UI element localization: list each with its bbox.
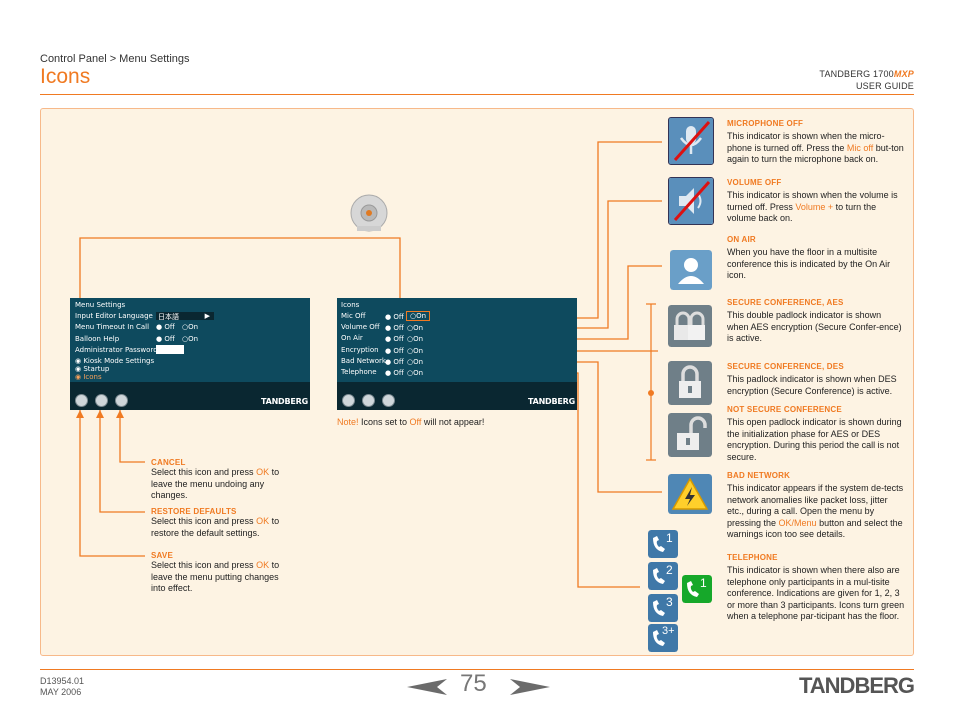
telephone-green-icon: 1 (682, 575, 712, 603)
desc-telephone: TELEPHONE This indicator is shown when t… (727, 553, 905, 621)
footer-rule (40, 669, 914, 670)
tandberg-logo: TANDBERG (798, 673, 915, 698)
desc-on-air: ON AIR When you have the floor in a mult… (727, 235, 891, 280)
doc-id: D13954.01 (40, 676, 85, 686)
icons-row-encryption[interactable]: Encryption (341, 346, 379, 354)
bad-network-icon (668, 474, 712, 514)
tandberg-logo-small: TANDBERG (260, 397, 308, 406)
restore-defaults-icon[interactable] (362, 394, 375, 407)
save-icon[interactable] (342, 394, 355, 407)
balloon-help-off[interactable]: ● Off (156, 335, 175, 343)
menu-settings-screen: Menu Settings Input Editor Language 日本語 … (70, 298, 310, 410)
desc-secure-des: SECURE CONFERENCE, DES This padlock indi… (727, 362, 897, 396)
icons-row-telephone[interactable]: Telephone (341, 368, 377, 376)
volume-off-icon (668, 177, 714, 225)
open-padlock-icon (668, 413, 712, 457)
desc-not-secure: NOT SECURE CONFERENCE This open padlock … (727, 405, 902, 462)
volume-off-off[interactable]: ● Off (385, 324, 404, 332)
on-air-on[interactable]: ○On (407, 335, 424, 343)
bad-network-off[interactable]: ● Off (385, 358, 404, 366)
mic-off-off[interactable]: ● Off (385, 313, 404, 321)
page-title: Icons (40, 65, 91, 88)
product-suffix: MXP (893, 69, 914, 79)
menu-item-admin-password[interactable]: Administrator Password (75, 346, 158, 354)
previous-page-arrow-icon[interactable] (407, 679, 447, 700)
icons-row-bad-network[interactable]: Bad Network (341, 357, 386, 365)
desc-bad-network: BAD NETWORK This indicator appears if th… (727, 471, 904, 539)
restore-defaults-icon[interactable] (95, 394, 108, 407)
triangle-right-icon: ▶ (204, 312, 210, 320)
icons-row-mic-off[interactable]: Mic Off (341, 312, 366, 320)
breadcrumb: Control Panel > Menu Settings (40, 53, 190, 65)
menu-item-kiosk-mode[interactable]: ◉ Kiosk Mode Settings (75, 357, 155, 365)
remote-control-icon (349, 193, 389, 233)
page-number: 75 (460, 670, 487, 697)
icons-note: Note! Icons set to Off will not appear! (337, 417, 485, 427)
on-air-off[interactable]: ● Off (385, 335, 404, 343)
doc-info: D13954.01 MAY 2006 (40, 676, 84, 698)
cancel-icon[interactable] (382, 394, 395, 407)
desc-microphone-off: MICROPHONE OFF This indicator is shown w… (727, 119, 904, 164)
mic-off-on[interactable]: ○On (406, 311, 431, 321)
icons-menu-title: Icons (341, 301, 360, 309)
double-padlock-icon (668, 305, 712, 347)
product-name: TANDBERG 1700 (819, 69, 894, 79)
guide-label: USER GUIDE (855, 81, 914, 91)
telephone-3-plus-icon: 3+ (648, 624, 678, 652)
encryption-off[interactable]: ● Off (385, 347, 404, 355)
microphone-off-icon (668, 117, 714, 165)
telephone-1-icon: 1 (648, 530, 678, 558)
encryption-on[interactable]: ○On (407, 347, 424, 355)
menu-timeout-off[interactable]: ● Off (156, 323, 175, 331)
menu-item-input-editor-language[interactable]: Input Editor Language (75, 312, 153, 320)
restore-defaults-description: RESTORE DEFAULTS Select this icon and pr… (151, 507, 280, 538)
product-label: TANDBERG 1700MXP USER GUIDE (819, 68, 914, 92)
desc-secure-aes: SECURE CONFERENCE, AES This double padlo… (727, 298, 902, 343)
save-description: SAVE Select this icon and press OK to le… (151, 551, 280, 593)
bad-network-on[interactable]: ○On (407, 358, 424, 366)
menu-item-menu-timeout[interactable]: Menu Timeout In Call (75, 323, 150, 331)
icons-row-volume-off[interactable]: Volume Off (341, 323, 380, 331)
balloon-help-on[interactable]: ○On (182, 335, 199, 343)
cancel-icon[interactable] (115, 394, 128, 407)
telephone-off[interactable]: ● Off (385, 369, 404, 377)
menu-item-startup[interactable]: ◉ Startup (75, 365, 110, 373)
telephone-2-icon: 2 (648, 562, 678, 590)
icons-menu-screen: Icons Mic Off ● Off ○On Volume Off ● Off… (337, 298, 577, 410)
telephone-3-icon: 3 (648, 594, 678, 622)
padlock-icon (668, 361, 712, 405)
cancel-description: CANCEL Select this icon and press OK to … (151, 458, 280, 500)
telephone-on[interactable]: ○On (407, 369, 424, 377)
save-icon[interactable] (75, 394, 88, 407)
tandberg-logo-small: TANDBERG (527, 397, 575, 406)
menu-item-balloon-help[interactable]: Balloon Help (75, 335, 120, 343)
icons-row-on-air[interactable]: On Air (341, 334, 363, 342)
language-value: 日本語 (158, 313, 179, 321)
desc-volume-off: VOLUME OFF This indicator is shown when … (727, 178, 898, 223)
menu-item-icons[interactable]: ◉ Icons (75, 373, 102, 381)
on-air-icon (670, 250, 712, 290)
menu-settings-title: Menu Settings (75, 301, 126, 309)
volume-off-on[interactable]: ○On (407, 324, 424, 332)
header-rule (40, 94, 914, 95)
menu-timeout-on[interactable]: ○On (182, 323, 199, 331)
doc-date: MAY 2006 (40, 687, 82, 697)
language-select[interactable]: 日本語 ▶ (156, 312, 214, 321)
password-field[interactable] (156, 345, 184, 354)
next-page-arrow-icon[interactable] (510, 679, 550, 700)
